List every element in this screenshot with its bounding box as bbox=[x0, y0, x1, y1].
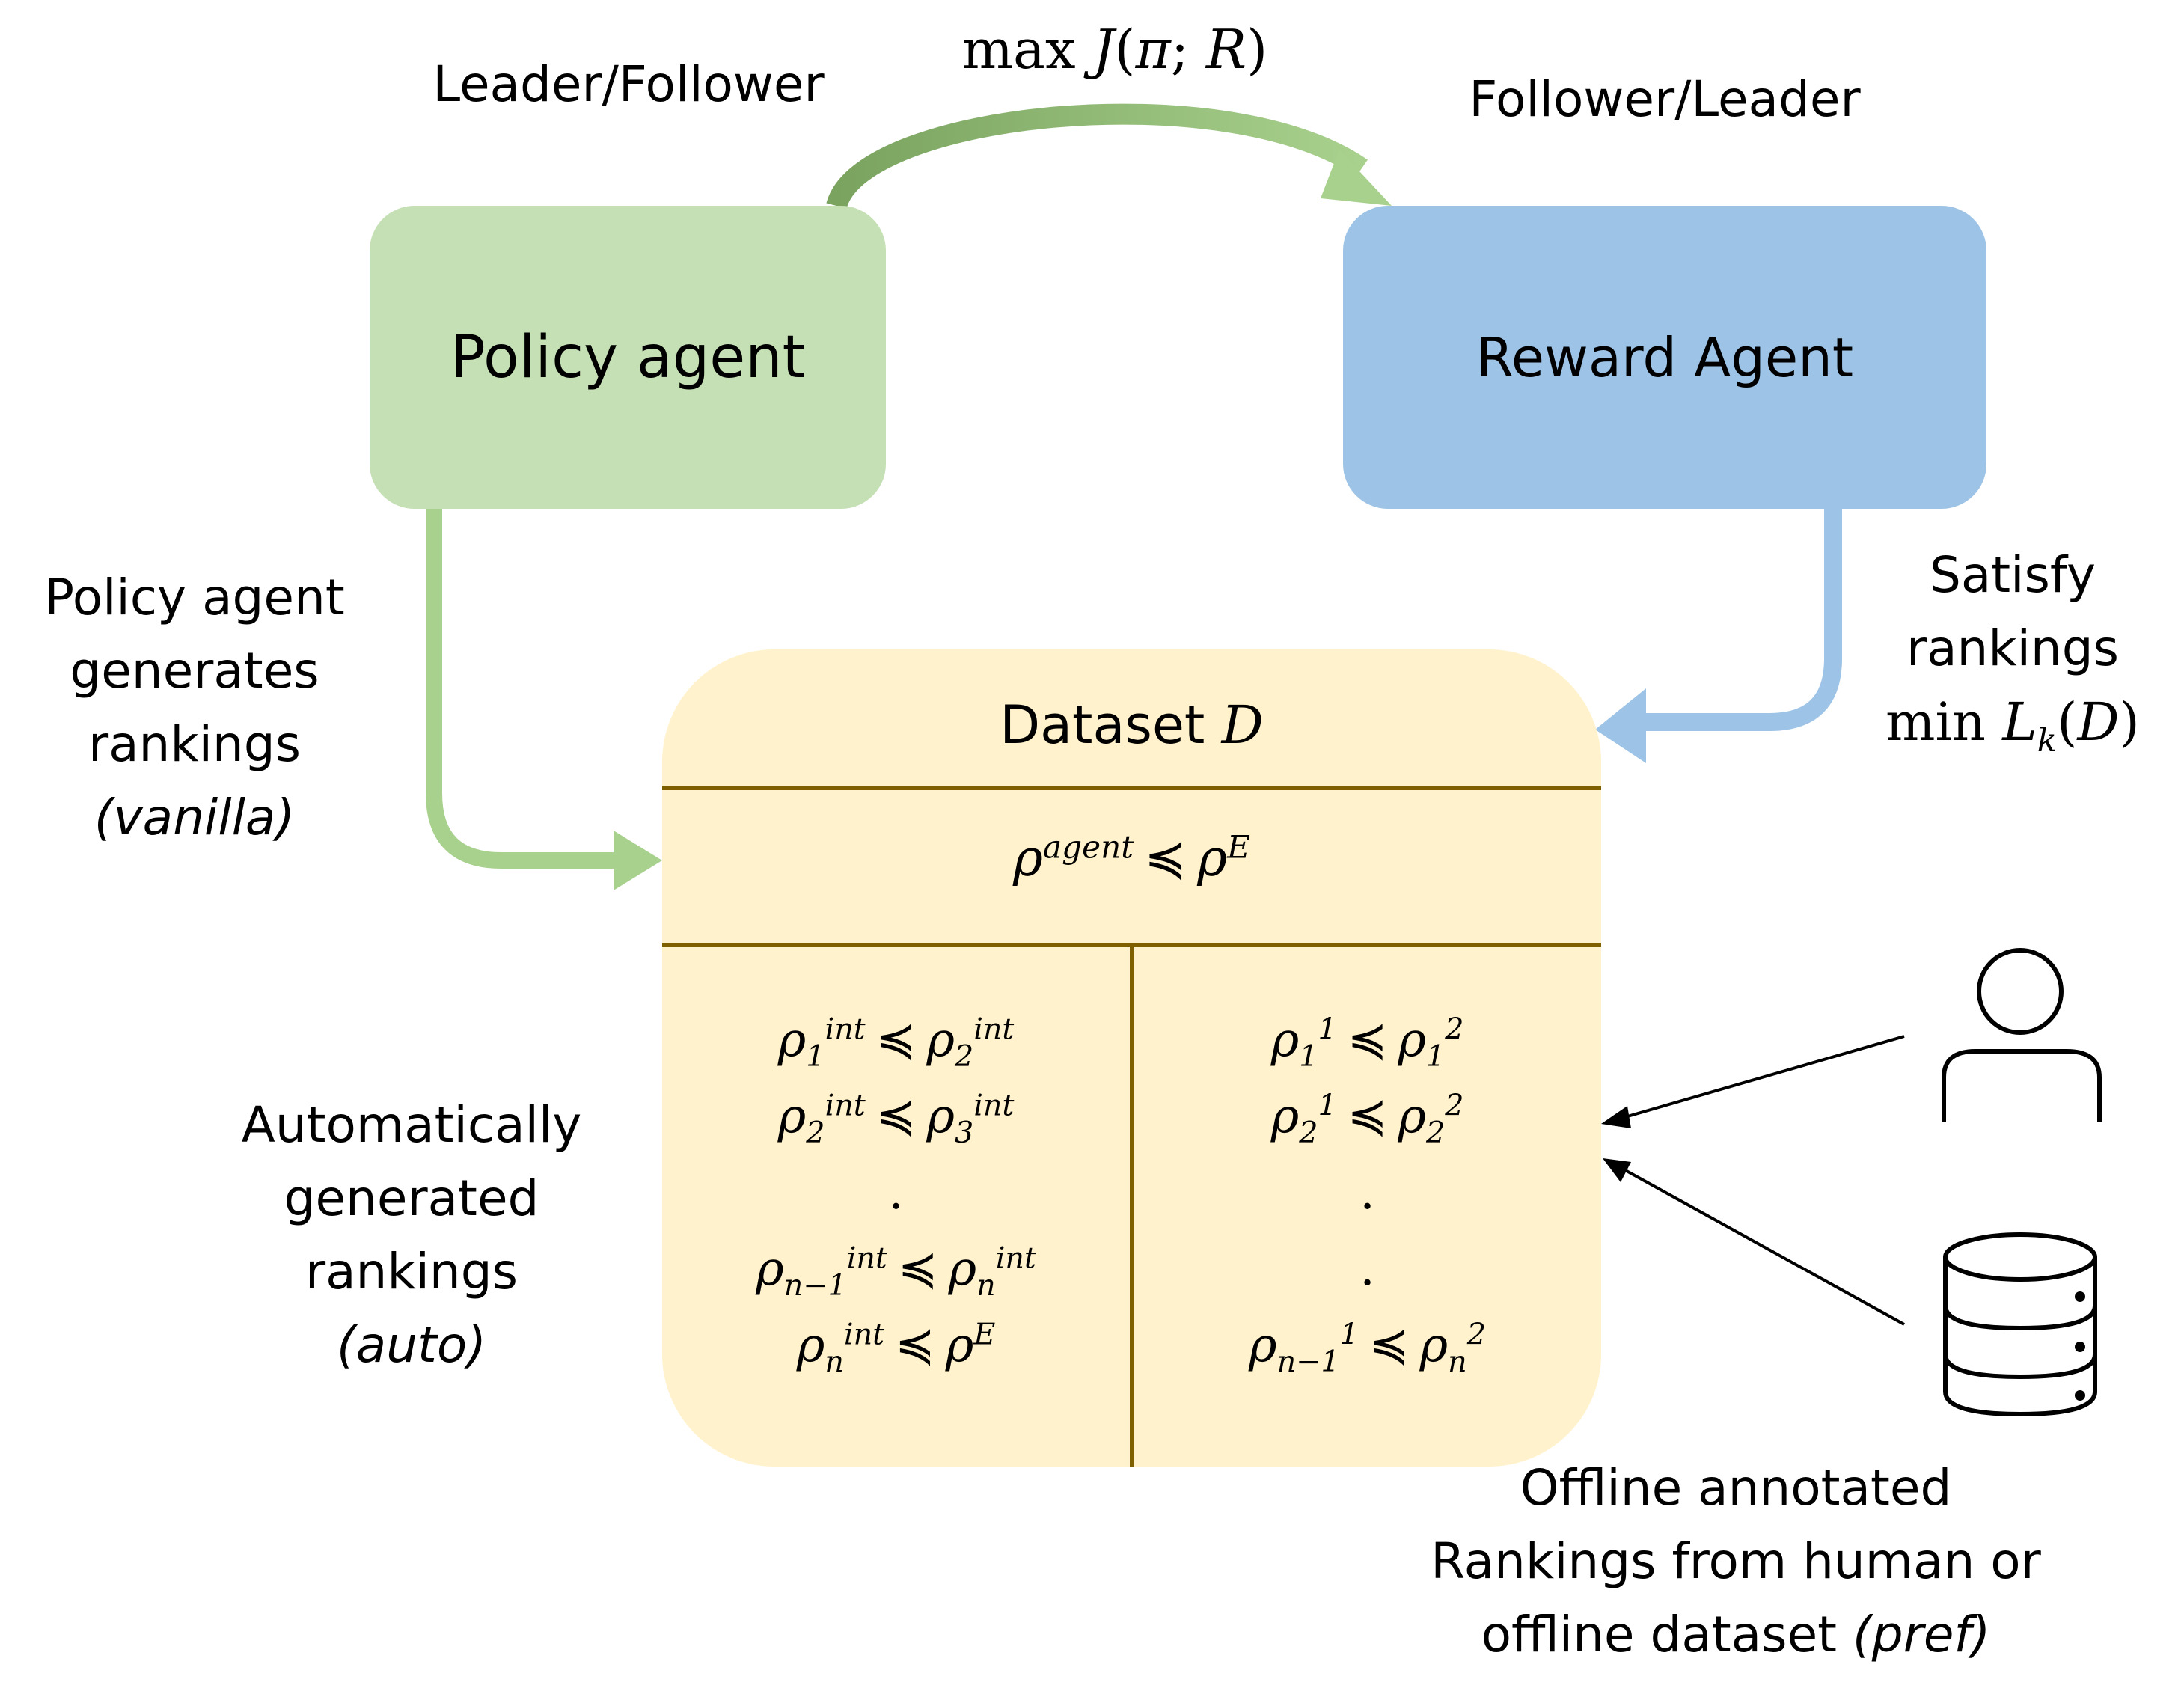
dataset-title: Dataset D bbox=[1000, 694, 1264, 756]
right-role-label: Follower/Leader bbox=[1469, 70, 1861, 128]
policy-to-reward-arrow bbox=[826, 103, 1368, 210]
database-to-dataset-arrow bbox=[1619, 1166, 1905, 1326]
dataset-divider-top bbox=[662, 786, 1601, 790]
person-icon bbox=[1942, 948, 2102, 1122]
auto-ranking-3: ρn−1int≼ρnint bbox=[756, 1241, 1036, 1303]
auto-ranking-1: ρ1int≼ρ2int bbox=[777, 1012, 1015, 1074]
vanilla-tag: (vanilla) bbox=[94, 789, 296, 846]
satisfy-line-2: rankings bbox=[1906, 620, 2120, 677]
pref-line-1: Offline annotated bbox=[1520, 1459, 1952, 1517]
pref-annotation: Offline annotated Rankings from human or… bbox=[1392, 1452, 2080, 1672]
pref-line-3: offline dataset (pref) bbox=[1392, 1598, 2080, 1672]
satisfy-annotation: Satisfy rankings min Lk(D) bbox=[1833, 539, 2184, 759]
auto-line-1: Automatically bbox=[241, 1096, 582, 1154]
database-dots bbox=[2075, 1291, 2085, 1401]
pref-ranking-1: ρ11≼ρ12 bbox=[1270, 1012, 1464, 1074]
pref-ranking-dots-2: . bbox=[1359, 1241, 1375, 1297]
policy-agent-label: Policy agent bbox=[450, 323, 806, 391]
dataset-box: Dataset D ρagent≼ρE ρ1int≼ρ2int ρ2int≼ρ3… bbox=[662, 649, 1601, 1467]
vanilla-annotation: Policy agent generates rankings (vanilla… bbox=[15, 561, 374, 854]
vanilla-line-3: rankings bbox=[88, 715, 302, 773]
dataset-divider-vertical bbox=[1130, 945, 1134, 1467]
auto-rankings-list: ρ1int≼ρ2int ρ2int≼ρ3int . ρn−1int≼ρnint … bbox=[662, 1012, 1130, 1398]
database-icon bbox=[1943, 1232, 2097, 1417]
dataset-top-relation: ρagent≼ρE bbox=[1013, 828, 1250, 888]
pref-line-2: Rankings from human or bbox=[1431, 1532, 2041, 1590]
vanilla-line-1: Policy agent bbox=[44, 569, 345, 626]
auto-line-2: generated bbox=[284, 1169, 539, 1227]
reward-to-dataset-arrow bbox=[1635, 509, 1842, 731]
auto-ranking-4: ρnint≼ρE bbox=[796, 1317, 996, 1379]
top-objective-label: max J(π; R) bbox=[961, 18, 1268, 81]
pref-line-3-text: offline dataset bbox=[1481, 1606, 1838, 1663]
reward-agent-label: Reward Agent bbox=[1475, 325, 1854, 389]
policy-to-dataset-arrowhead bbox=[614, 831, 662, 890]
dataset-divider-middle bbox=[662, 943, 1601, 947]
auto-ranking-2: ρ2int≼ρ3int bbox=[777, 1088, 1015, 1150]
auto-tag: (auto) bbox=[336, 1316, 487, 1374]
pref-rankings-list: ρ11≼ρ12 ρ21≼ρ22 . . ρn−11≼ρn2 bbox=[1134, 1012, 1601, 1398]
policy-agent-box: Policy agent bbox=[370, 206, 886, 509]
pref-tag: (pref) bbox=[1853, 1606, 1991, 1663]
person-arrowhead bbox=[1601, 1106, 1631, 1128]
policy-to-reward-arrowhead bbox=[1321, 150, 1392, 206]
satisfy-formula: min Lk(D) bbox=[1885, 691, 2140, 759]
pref-ranking-2: ρ21≼ρ22 bbox=[1270, 1088, 1464, 1150]
policy-to-dataset-arrow bbox=[426, 509, 621, 869]
vanilla-line-2: generates bbox=[70, 642, 319, 700]
reward-to-dataset-arrowhead bbox=[1595, 688, 1646, 763]
person-to-dataset-arrow bbox=[1619, 1035, 1905, 1120]
reward-agent-box: Reward Agent bbox=[1343, 206, 1986, 509]
auto-line-3: rankings bbox=[305, 1243, 519, 1300]
database-arrowhead bbox=[1603, 1158, 1631, 1182]
auto-annotation: Automatically generated rankings (auto) bbox=[224, 1089, 599, 1382]
left-role-label: Leader/Follower bbox=[432, 55, 825, 113]
satisfy-line-1: Satisfy bbox=[1929, 546, 2096, 604]
pref-ranking-3: ρn−11≼ρn2 bbox=[1249, 1317, 1486, 1379]
auto-ranking-dots: . bbox=[888, 1165, 904, 1220]
pref-ranking-dots-1: . bbox=[1359, 1165, 1375, 1220]
